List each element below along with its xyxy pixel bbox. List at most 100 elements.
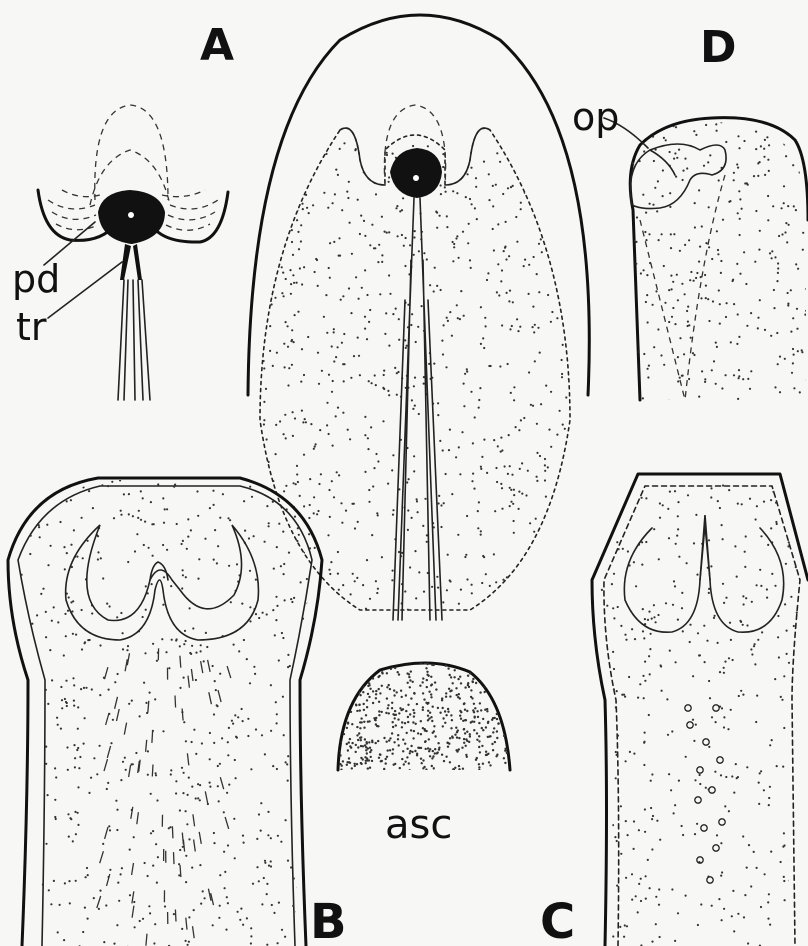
stipple-dot xyxy=(696,574,698,576)
stipple-dot xyxy=(737,398,739,400)
stipple-dot xyxy=(721,707,723,709)
stipple-dot xyxy=(166,549,168,551)
stipple-dot xyxy=(355,704,357,706)
stipple-dot xyxy=(162,497,164,499)
stipple-dot xyxy=(371,224,373,226)
stipple-dot xyxy=(408,762,410,764)
stipple-dot xyxy=(282,696,284,698)
stipple-dot xyxy=(522,134,524,136)
stipple-dot xyxy=(442,725,444,727)
stipple-dot xyxy=(433,725,435,727)
stipple-dot xyxy=(181,928,183,930)
stipple-dot xyxy=(275,596,277,598)
stipple-dot xyxy=(329,516,331,518)
stipple-dot xyxy=(152,830,154,832)
stipple-dot xyxy=(316,890,318,892)
stipple-dot xyxy=(283,343,285,345)
stipple-dot xyxy=(459,173,461,175)
stipple-dot xyxy=(489,770,491,772)
stipple-dot xyxy=(213,832,215,834)
stipple-dot xyxy=(355,751,357,753)
stipple-dot xyxy=(648,365,650,367)
stipple-dot xyxy=(520,202,522,204)
stipple-dot xyxy=(409,244,411,246)
stipple-dot xyxy=(522,160,524,162)
stipple-dot xyxy=(358,298,360,300)
stipple-dot xyxy=(414,377,416,379)
stipple-dot xyxy=(479,751,481,753)
stipple-dot xyxy=(631,873,633,875)
stipple-dot xyxy=(781,699,783,701)
stipple-dot xyxy=(429,755,431,757)
panel-c-letter: C xyxy=(540,894,575,946)
stipple-dot xyxy=(744,551,746,553)
stipple-dot xyxy=(738,190,740,192)
stipple-dot xyxy=(301,410,303,412)
stipple-dot xyxy=(237,716,239,718)
stipple-dot xyxy=(291,229,293,231)
stipple-dot xyxy=(429,712,431,714)
stipple-dot xyxy=(625,760,627,762)
stipple-dot xyxy=(759,299,761,301)
stipple-dot xyxy=(33,926,35,928)
stipple-dot xyxy=(799,171,801,173)
stipple-dot xyxy=(472,709,474,711)
stipple-dot xyxy=(565,262,567,264)
stipple-dot xyxy=(205,632,207,634)
stipple-dot xyxy=(315,258,317,260)
stipple-dot xyxy=(330,561,332,563)
stipple-dot xyxy=(216,704,218,706)
stipple-dot xyxy=(340,299,342,301)
stipple-dot xyxy=(455,727,457,729)
stipple-dot xyxy=(325,294,327,296)
stipple-dot xyxy=(407,716,409,718)
stipple-dot xyxy=(384,231,386,233)
stipple-dot xyxy=(541,251,543,253)
stipple-dot xyxy=(306,207,308,209)
stipple-dot xyxy=(273,561,275,563)
stipple-dot xyxy=(370,749,372,751)
stipple-dot xyxy=(513,520,515,522)
stipple-dot xyxy=(236,737,238,739)
strand-dash xyxy=(191,669,193,681)
stipple-dot xyxy=(509,680,511,682)
stipple-dot xyxy=(670,275,672,277)
stipple-dot xyxy=(229,519,231,521)
stipple-dot xyxy=(407,704,409,706)
stipple-dot xyxy=(613,573,615,575)
stipple-dot xyxy=(281,201,283,203)
stipple-dot xyxy=(449,429,451,431)
stipple-dot xyxy=(66,500,68,502)
stipple-dot xyxy=(359,694,361,696)
stipple-dot xyxy=(190,529,192,531)
stipple-dot xyxy=(705,787,707,789)
stipple-dot xyxy=(504,771,506,773)
stipple-dot xyxy=(337,658,339,660)
stipple-dot xyxy=(173,486,175,488)
stipple-dot xyxy=(455,749,457,751)
stipple-dot xyxy=(776,332,778,334)
stipple-dot xyxy=(512,747,514,749)
stipple-dot xyxy=(669,151,671,153)
stipple-dot xyxy=(268,513,270,515)
stipple-dot xyxy=(384,333,386,335)
stipple-dot xyxy=(35,909,37,911)
stipple-dot xyxy=(465,554,467,556)
stipple-dot xyxy=(695,514,697,516)
stipple-dot xyxy=(410,729,412,731)
stipple-dot xyxy=(82,557,84,559)
stipple-dot xyxy=(490,365,492,367)
stipple-dot xyxy=(508,255,510,257)
stipple-dot xyxy=(341,654,343,656)
stipple-dot xyxy=(708,592,710,594)
stipple-dot xyxy=(238,650,240,652)
panel-c-outer-outline xyxy=(592,474,808,946)
stipple-dot xyxy=(313,515,315,517)
stipple-dot xyxy=(508,300,510,302)
stipple-dot xyxy=(147,774,149,776)
stipple-dot xyxy=(547,466,549,468)
stipple-dot xyxy=(326,332,328,334)
stipple-dot xyxy=(357,739,359,741)
stipple-dot xyxy=(503,150,505,152)
stipple-dot xyxy=(386,154,388,156)
